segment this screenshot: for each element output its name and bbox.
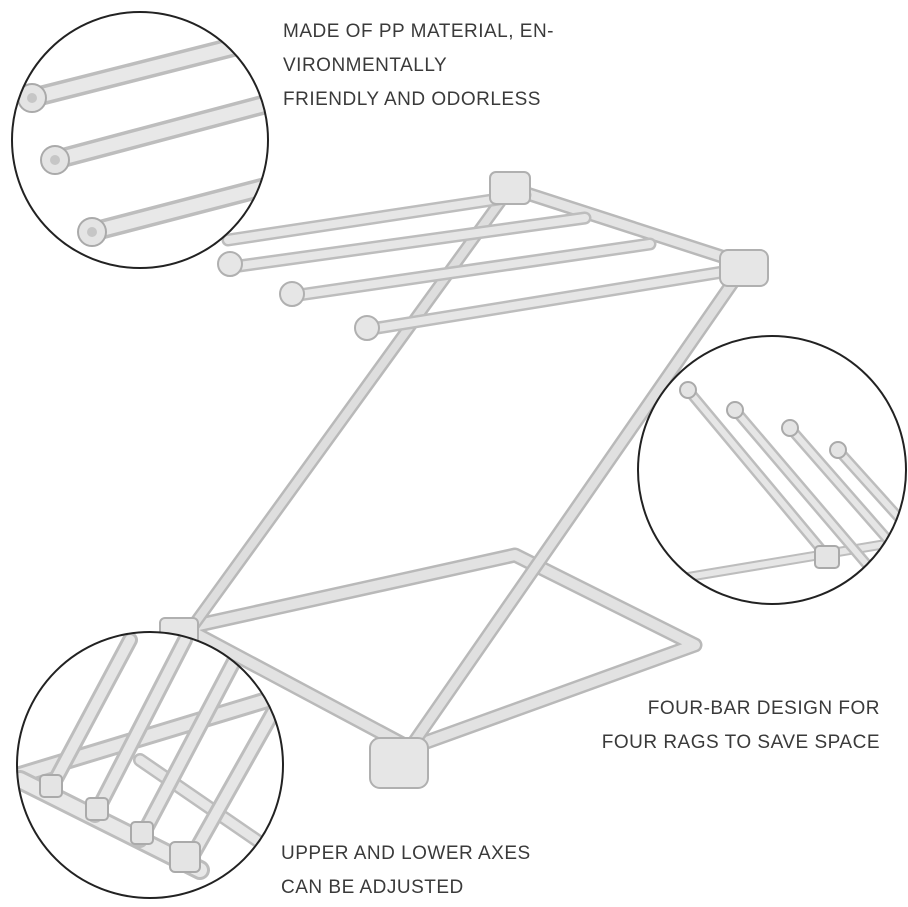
rack-hanging-bars <box>221 188 742 337</box>
caption-design: FOUR-BAR DESIGN FOR FOUR RAGS TO SAVE SP… <box>602 692 880 760</box>
caption-material: MADE OF PP MATERIAL, EN- VIRONMENTALLY F… <box>283 15 554 117</box>
rack-end-caps <box>159 171 769 789</box>
folding-rack <box>159 171 769 789</box>
caption-material-line-3: FRIENDLY AND ODORLESS <box>283 89 541 110</box>
zoom-circle-bar-ends <box>11 11 269 269</box>
caption-axes: UPPER AND LOWER AXES CAN BE ADJUSTED <box>281 837 531 905</box>
caption-axes-line-2: CAN BE ADJUSTED <box>281 877 464 898</box>
zoom-circle-four-bars <box>637 335 907 605</box>
caption-axes-line-1: UPPER AND LOWER AXES <box>281 843 531 864</box>
rack-top-rail <box>503 181 755 272</box>
caption-material-line-2: VIRONMENTALLY <box>283 55 448 76</box>
caption-design-line-2: FOUR RAGS TO SAVE SPACE <box>601 732 880 753</box>
zoom-circle-axes <box>16 631 284 899</box>
caption-design-line-1: FOUR-BAR DESIGN FOR <box>647 698 880 719</box>
caption-material-line-1: MADE OF PP MATERIAL, EN- <box>283 21 555 42</box>
rack-base <box>177 547 703 756</box>
